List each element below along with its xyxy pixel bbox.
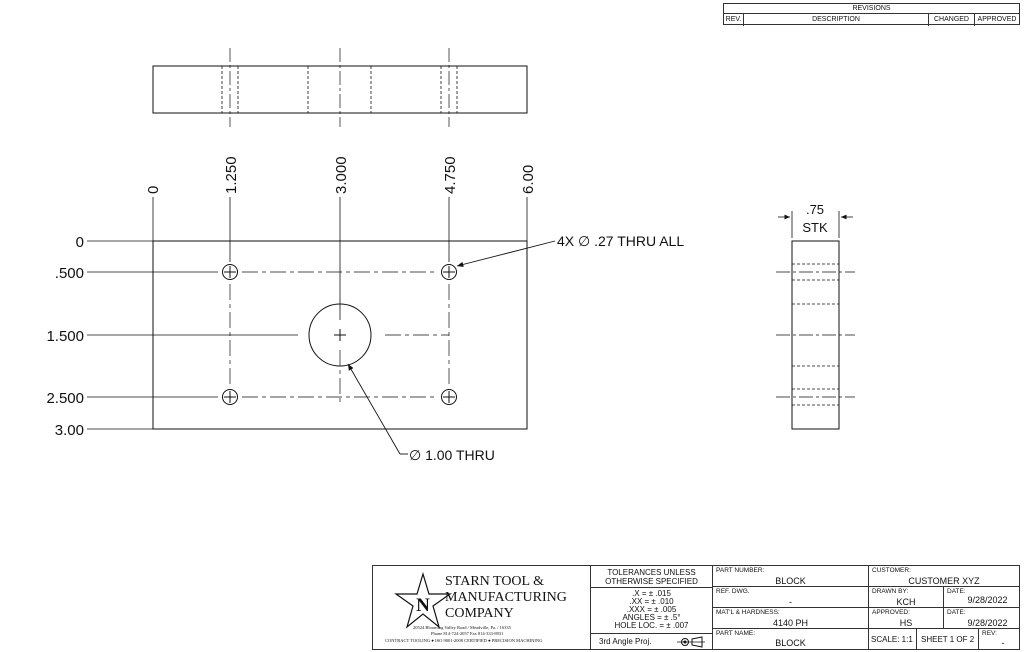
drawn-date-cell: DATE: 9/28/2022	[944, 587, 1019, 608]
tolerance-title1: TOLERANCES UNLESS	[607, 568, 696, 577]
drawn-date-label: DATE:	[947, 588, 966, 595]
y-dim-0: 0	[76, 234, 84, 251]
approved-date-label: DATE:	[947, 609, 966, 616]
star-logo: N	[394, 572, 452, 629]
y-dim-3: 2.500	[46, 390, 84, 407]
mounting-hole	[441, 389, 457, 405]
company-line2: MANUFACTURING	[445, 590, 567, 605]
hole-callout: 4X ∅ .27 THRU ALL	[557, 233, 684, 249]
material-value: 4140 PH	[772, 618, 809, 628]
part-number-value: BLOCK	[775, 576, 806, 586]
part-name-value: BLOCK	[775, 638, 806, 648]
front-view	[152, 48, 528, 127]
rev-cell: REV: -	[979, 629, 1019, 649]
company-certs: CONTRACT TOOLING ● ISO 9001-2008 CERTIFI…	[385, 638, 543, 643]
ref-dwg-cell: REF. DWG. -	[713, 587, 869, 608]
changed-column-header: CHANGED	[929, 14, 975, 26]
mounting-hole	[222, 264, 238, 280]
approved-by-value: HS	[899, 618, 913, 628]
tolerance-xx: .XX = ± .010	[629, 597, 674, 606]
company-line1: STARN TOOL &	[445, 574, 544, 589]
part-number-label: PART NUMBER:	[716, 567, 765, 574]
part-number-cell: PART NUMBER: BLOCK	[713, 566, 869, 587]
y-dim-1: .500	[55, 265, 84, 282]
customer-label: CUSTOMER:	[872, 567, 911, 574]
company-line3: COMPANY	[445, 606, 514, 621]
material-cell: MAT'L & HARDNESS: 4140 PH	[713, 608, 869, 629]
mounting-hole	[441, 264, 457, 280]
stock-label: STK	[802, 220, 828, 235]
y-ordinate-labels: 0 .500 1.500 2.500 3.00	[46, 234, 84, 439]
part-name-label: PART NAME:	[716, 630, 756, 637]
drawn-by-value: KCH	[896, 597, 916, 607]
rev-value: -	[1001, 638, 1005, 648]
sheet-value: SHEET 1 OF 2	[921, 635, 975, 644]
x-dim-1: 1.250	[223, 156, 240, 194]
projection-symbol-icon	[677, 636, 705, 648]
approved-date-cell: DATE: 9/28/2022	[944, 608, 1019, 629]
approved-date-value: 9/28/2022	[967, 618, 1008, 628]
x-dim-2: 3.000	[333, 156, 350, 194]
mounting-hole	[222, 389, 238, 405]
approved-column-header: APPROVED	[977, 16, 1017, 23]
rev-column-header: REV.	[724, 14, 744, 26]
thickness-dim: .75	[806, 202, 824, 217]
x-dim-4: 6.00	[520, 165, 537, 194]
ref-dwg-label: REF. DWG.	[716, 588, 750, 595]
tolerance-hole-loc: HOLE LOC. = ± .007	[614, 621, 689, 630]
top-view	[87, 197, 556, 455]
tolerance-x: .X = ± .015	[632, 589, 671, 598]
drawn-by-cell: DRAWN BY: KCH	[869, 587, 944, 608]
scale-value: SCALE: 1:1	[871, 635, 913, 644]
sheet-cell: SHEET 1 OF 2	[917, 629, 979, 649]
scale-cell: SCALE: 1:1	[869, 629, 917, 649]
revisions-table: REVISIONS REV. DESCRIPTION CHANGED APPRO…	[723, 3, 1020, 26]
x-dim-0: 0	[145, 186, 162, 194]
tolerance-xxx: .XXX = ± .005	[626, 605, 677, 614]
company-cell: N STARN TOOL & MANUFACTURING COMPANY 205…	[373, 566, 591, 649]
description-column-header: DESCRIPTION	[744, 14, 929, 26]
revisions-title: REVISIONS	[724, 4, 1019, 14]
projection-label: 3rd Angle Proj.	[599, 637, 652, 646]
projection-cell: 3rd Angle Proj.	[591, 634, 713, 649]
company-address: 20524 Blooming Valley Road / Meadville, …	[413, 625, 511, 630]
y-dim-2: 1.500	[46, 328, 84, 345]
x-ordinate-labels: 0 1.250 3.000 4.750 6.00	[145, 156, 537, 194]
logo-letter: N	[416, 595, 430, 616]
rev-label: REV:	[982, 630, 997, 637]
tolerances-cell: TOLERANCES UNLESS OTHERWISE SPECIFIED .X…	[591, 566, 713, 634]
drawn-date-value: 9/28/2022	[967, 595, 1008, 605]
center-bore-callout: ∅ 1.00 THRU	[409, 447, 495, 463]
center-bore	[308, 303, 372, 367]
x-dim-3: 4.750	[442, 156, 459, 194]
y-dim-4: 3.00	[55, 422, 84, 439]
approved-by-label: APPROVED:	[872, 609, 910, 616]
side-view	[776, 211, 855, 430]
customer-cell: CUSTOMER: CUSTOMER XYZ	[869, 566, 1019, 587]
material-label: MAT'L & HARDNESS:	[716, 609, 780, 616]
company-phone: Phone 814-724-2057 Fax 814-333-8931	[431, 631, 504, 636]
ref-dwg-value: -	[789, 597, 792, 607]
tolerance-angles: ANGLES = ± .5°	[622, 613, 681, 622]
approved-by-cell: APPROVED: HS	[869, 608, 944, 629]
part-name-cell: PART NAME: BLOCK	[713, 629, 869, 649]
drawn-by-label: DRAWN BY:	[872, 588, 909, 595]
customer-value: CUSTOMER XYZ	[908, 576, 980, 586]
tolerance-title2: OTHERWISE SPECIFIED	[591, 577, 712, 588]
title-block: N STARN TOOL & MANUFACTURING COMPANY 205…	[372, 565, 1020, 650]
